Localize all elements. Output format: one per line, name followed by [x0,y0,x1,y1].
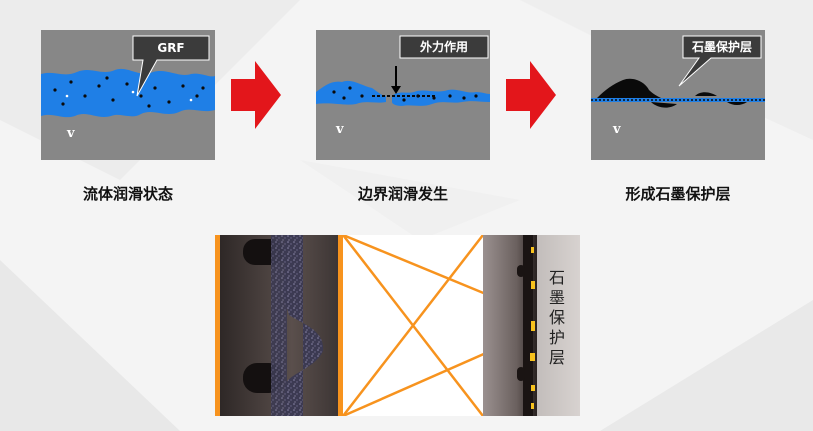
micrograph-comparison [215,235,580,416]
label-char: 保 [548,308,565,327]
label-char: 护 [548,328,565,347]
graphite-layer-vertical-label: 石 墨 保 护 层 [544,268,570,368]
velocity-label: v [67,126,75,141]
velocity-label: v [613,122,621,137]
boundary-layer-illustration [316,35,490,106]
transition-arrow-1 [231,61,281,129]
graphite-layer-illustration [591,35,765,108]
stage-panel-boundary: 外力作用 v [316,30,490,160]
transition-arrow-2 [506,61,556,129]
callout-label: GRF [157,41,185,55]
stage-caption-fluid: 流体润滑状态 [82,185,173,203]
stage-caption-boundary: 边界润滑发生 [357,185,448,203]
velocity-label: v [336,122,344,137]
stage-panel-graphite: 石墨保护层 v [591,30,765,160]
stage-panel-fluid: GRF v [41,30,215,160]
callout-label: 石墨保护层 [691,40,752,54]
fluid-layer-illustration [41,35,215,118]
label-char: 层 [548,348,565,367]
callout-label: 外力作用 [419,40,468,54]
stage-caption-graphite: 形成石墨保护层 [625,185,731,203]
label-char: 墨 [548,288,565,307]
label-char: 石 [548,268,565,287]
